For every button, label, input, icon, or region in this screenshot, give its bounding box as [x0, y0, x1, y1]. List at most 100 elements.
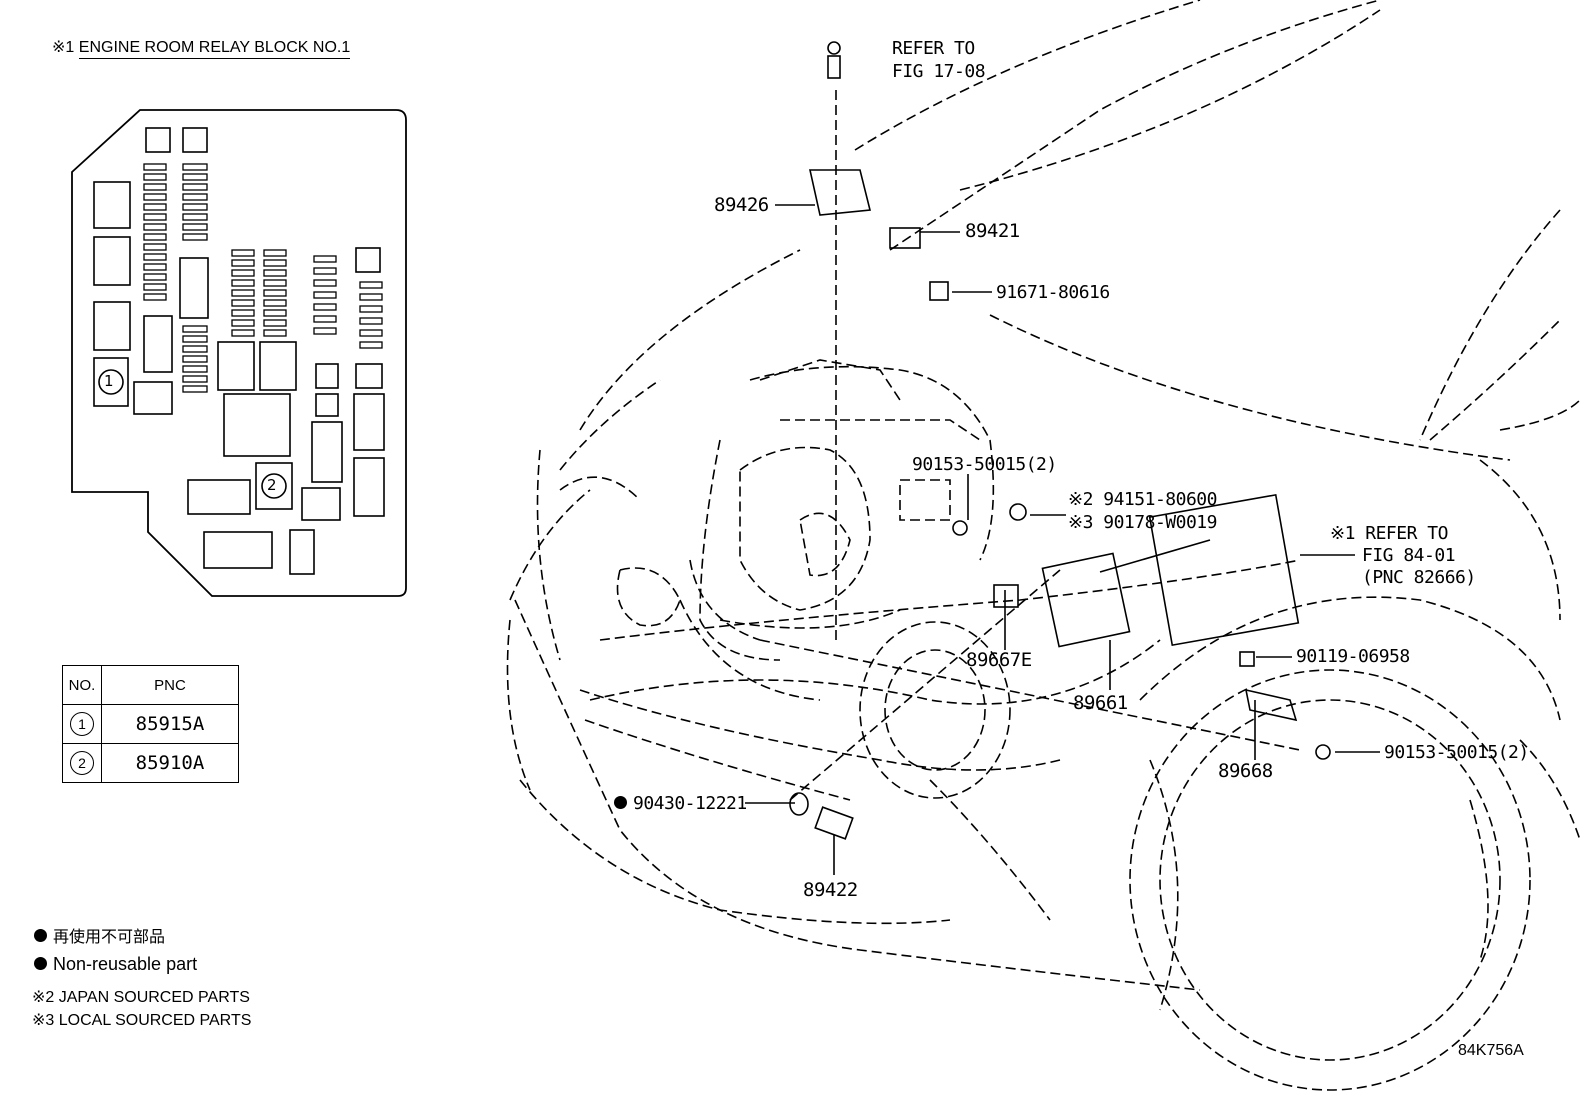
- fuse-slot: [143, 233, 167, 241]
- non-reusable-dot-icon: [614, 795, 627, 809]
- part-91671-80616[interactable]: 91671-80616: [996, 282, 1110, 303]
- refer-fig-84-line3[interactable]: (PNC 82666): [1362, 567, 1476, 588]
- fuse-slot: [359, 293, 383, 301]
- fuse-slot: [143, 293, 167, 301]
- part-90119-06958[interactable]: 90119-06958: [1296, 646, 1410, 667]
- fuse-slot: [263, 319, 287, 327]
- fuse-slot: [263, 259, 287, 267]
- fuse-slot: [231, 249, 255, 257]
- refer-fig-84-line2[interactable]: FIG 84-01: [1362, 545, 1456, 566]
- fuse-slot: [263, 279, 287, 287]
- relay-block-title: ※1 ENGINE ROOM RELAY BLOCK NO.1: [52, 39, 351, 59]
- fuse-slot: [143, 193, 167, 201]
- fuse-slot: [182, 183, 208, 191]
- part-94151-80600[interactable]: ※2 94151-80600: [1068, 489, 1217, 510]
- legend-local-sourced: ※3 LOCAL SOURCED PARTS: [32, 1012, 252, 1029]
- fuse-slot: [182, 203, 208, 211]
- part-89667e[interactable]: 89667E: [966, 649, 1032, 671]
- refer-fig-17-line2[interactable]: FIG 17-08: [892, 61, 986, 82]
- part-89422[interactable]: 89422: [803, 879, 858, 901]
- pnc-table-header: NO. PNC: [62, 665, 239, 705]
- part-90430-12221-text: 90430-12221: [633, 793, 747, 814]
- fuse-slot: [182, 375, 208, 383]
- fuse-slot: [313, 255, 337, 263]
- bullet-dot-icon: [34, 956, 47, 970]
- relay-block-mark: ※1: [52, 39, 75, 56]
- part-89668[interactable]: 89668: [1218, 760, 1273, 782]
- pnc-row-value: 85915A: [101, 704, 239, 744]
- part-89421[interactable]: 89421: [965, 220, 1020, 242]
- fuse-slot: [359, 281, 383, 289]
- legend-non-reusable-en: Non-reusable part: [34, 955, 197, 973]
- fuse-slot: [263, 309, 287, 317]
- relay-circle-2-label: 2: [267, 476, 277, 494]
- pnc-row-value: 85910A: [101, 743, 239, 783]
- legend-non-reusable-jp-text: 再使用不可部品: [53, 929, 166, 946]
- fuse-slot: [143, 273, 167, 281]
- fuse-slot: [359, 329, 383, 337]
- refer-fig-17-line1[interactable]: REFER TO: [892, 38, 975, 59]
- fuse-slot: [313, 303, 337, 311]
- part-90430-12221[interactable]: 90430-12221: [614, 795, 747, 813]
- fuse-slot: [182, 173, 208, 181]
- fuse-slot: [182, 325, 208, 333]
- fuse-slot: [143, 173, 167, 181]
- fuse-slot: [143, 163, 167, 171]
- legend-non-reusable-en-text: Non-reusable part: [53, 954, 198, 974]
- fuse-slot: [182, 163, 208, 171]
- fuse-slot: [182, 213, 208, 221]
- fuse-slot: [263, 299, 287, 307]
- bullet-dot-icon: [34, 929, 47, 943]
- fuse-slot: [182, 335, 208, 343]
- fuse-slot: [231, 319, 255, 327]
- fuse-slot: [263, 329, 287, 337]
- table-row: 2 85910A: [62, 743, 239, 783]
- fuse-slot: [182, 233, 208, 241]
- fuse-slot: [313, 315, 337, 323]
- leader-lines: [745, 41, 1380, 875]
- fuse-slot: [182, 355, 208, 363]
- fuse-slot: [231, 299, 255, 307]
- fuse-slot: [359, 317, 383, 325]
- fuse-slot: [143, 263, 167, 271]
- fuse-slot: [182, 345, 208, 353]
- refer-fig-84-line1[interactable]: ※1 REFER TO: [1330, 523, 1448, 544]
- fuse-slot: [143, 213, 167, 221]
- fuse-slot: [359, 305, 383, 313]
- part-90178-w0019[interactable]: ※3 90178-W0019: [1068, 512, 1217, 533]
- fuse-slot: [359, 341, 383, 349]
- pnc-row-no: 1: [70, 712, 94, 736]
- fuse-slot: [182, 193, 208, 201]
- fuse-slot: [231, 269, 255, 277]
- fuse-slot: [143, 183, 167, 191]
- relay-block-drawing: [71, 109, 407, 597]
- fuse-slot: [263, 249, 287, 257]
- part-90153-bottom[interactable]: 90153-50015(2): [1384, 742, 1529, 763]
- pnc-header-pnc: PNC: [101, 665, 239, 705]
- fuse-slot: [143, 283, 167, 291]
- relay-circle-1-label: 1: [104, 372, 114, 390]
- table-row: 1 85915A: [62, 704, 239, 744]
- fuse-slot: [231, 329, 255, 337]
- fuse-slot: [143, 223, 167, 231]
- fuse-slot: [231, 309, 255, 317]
- part-90153-top[interactable]: 90153-50015(2): [912, 454, 1057, 475]
- pnc-header-no: NO.: [62, 665, 102, 705]
- part-89661[interactable]: 89661: [1073, 692, 1128, 714]
- relay-block-title-text: ENGINE ROOM RELAY BLOCK NO.1: [78, 39, 351, 59]
- fuse-slot: [143, 243, 167, 251]
- fuse-slot: [313, 327, 337, 335]
- fuse-slot: [313, 291, 337, 299]
- vehicle-outline: [506, 0, 1581, 1091]
- figure-code: 84K756A: [1458, 1042, 1524, 1059]
- part-89426[interactable]: 89426: [714, 194, 769, 216]
- pnc-table: NO. PNC 1 85915A 2 85910A: [62, 665, 239, 783]
- legend-japan-sourced: ※2 JAPAN SOURCED PARTS: [32, 989, 250, 1006]
- fuse-slot: [313, 267, 337, 275]
- fuse-slot: [182, 365, 208, 373]
- fuse-slot: [263, 269, 287, 277]
- fuse-slot: [231, 259, 255, 267]
- pnc-row-no: 2: [70, 751, 94, 775]
- fuse-slot: [313, 279, 337, 287]
